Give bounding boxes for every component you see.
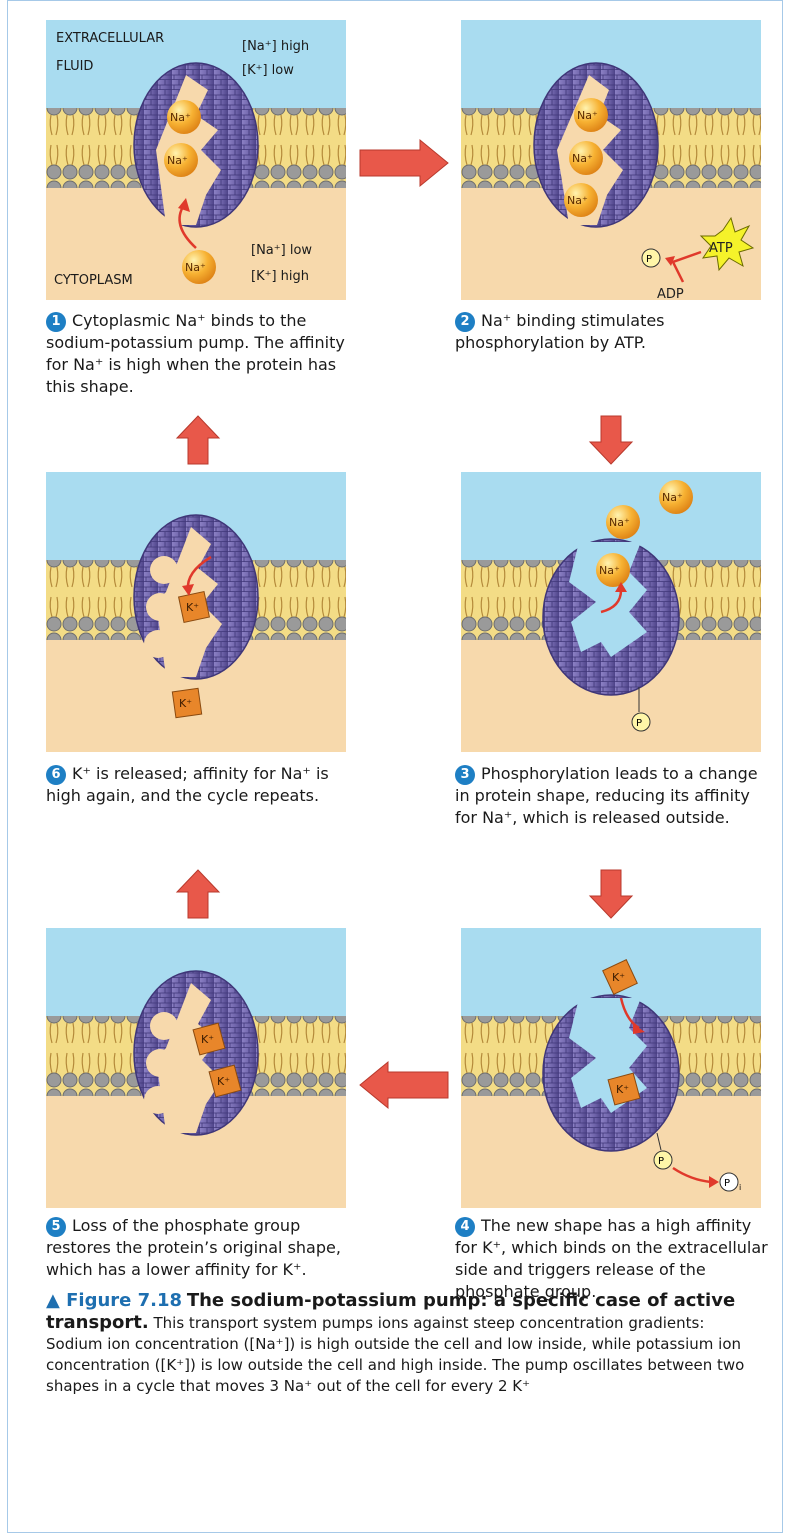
svg-text:Na⁺: Na⁺ [567, 194, 588, 207]
pump-protein [543, 995, 679, 1151]
svg-text:Na⁺: Na⁺ [170, 111, 191, 124]
svg-text:K⁺: K⁺ [217, 1075, 230, 1088]
potassium-ion: K⁺ [179, 592, 210, 623]
sodium-ion: Na⁺ [182, 250, 216, 284]
arrow-up [175, 868, 221, 920]
phosphate-group: P [654, 1151, 672, 1169]
svg-text:P: P [724, 1178, 730, 1189]
inside-na-label: [Na⁺] low [251, 242, 312, 259]
arrow-right [356, 138, 452, 188]
inside-k-label: [K⁺] high [251, 268, 309, 285]
cytoplasm-label: CYTOPLASM [54, 272, 133, 289]
sodium-ion: Na⁺ [164, 143, 198, 177]
extracellular-label: EXTRACELLULAR [56, 30, 164, 47]
sodium-ion: Na⁺ [564, 183, 598, 217]
svg-text:Na⁺: Na⁺ [662, 491, 683, 504]
svg-text:K⁺: K⁺ [612, 971, 625, 984]
svg-text:K⁺: K⁺ [616, 1083, 629, 1096]
arrow-left [356, 1060, 452, 1110]
svg-text:P: P [646, 254, 652, 265]
arrow-down [588, 868, 634, 920]
potassium-ion: K⁺ [172, 688, 201, 717]
svg-text:Na⁺: Na⁺ [599, 564, 620, 577]
svg-text:Na⁺: Na⁺ [609, 516, 630, 529]
pump-protein [134, 63, 258, 227]
figure-label: ▲ Figure 7.18 [46, 1290, 182, 1311]
extracellular-label: FLUID [56, 58, 93, 75]
arrow-down [588, 414, 634, 466]
panel-step-6: K⁺ K⁺ [46, 472, 346, 752]
adp-label: ADP [657, 287, 684, 300]
panel-step-1: Na⁺ Na⁺ Na⁺ EXTRACELLULAR FLUID [Na⁺] hi… [46, 20, 346, 300]
outside-na-label: [Na⁺] high [242, 38, 309, 55]
svg-text:P: P [636, 718, 642, 729]
outside-k-label: [K⁺] low [242, 62, 294, 79]
arrow-up [175, 414, 221, 466]
pump-protein [134, 971, 258, 1135]
sodium-ion: Na⁺ [569, 141, 603, 175]
sodium-ion: Na⁺ [574, 98, 608, 132]
sodium-ion: Na⁺ [167, 100, 201, 134]
phosphate-group: P [642, 249, 660, 267]
svg-text:P: P [658, 1156, 664, 1167]
svg-text:Na⁺: Na⁺ [185, 261, 206, 274]
sodium-ion: Na⁺ [659, 480, 693, 514]
sodium-ion: Na⁺ [606, 505, 640, 539]
panel-step-2: Na⁺ Na⁺ Na⁺ P ATP ADP [461, 20, 761, 300]
figure-body: This transport system pumps ions against… [46, 1314, 744, 1395]
svg-text:Na⁺: Na⁺ [167, 154, 188, 167]
panel-step-3: Na⁺ Na⁺ Na⁺ P [461, 472, 761, 752]
phosphate-group: P [632, 713, 650, 731]
svg-text:Na⁺: Na⁺ [572, 152, 593, 165]
svg-text:i: i [739, 1183, 741, 1192]
svg-text:K⁺: K⁺ [179, 697, 192, 710]
figure-caption: ▲ Figure 7.18 The sodium-potassium pump:… [46, 1290, 756, 1397]
svg-text:K⁺: K⁺ [186, 601, 199, 614]
sodium-ion: Na⁺ [596, 553, 630, 587]
svg-text:Na⁺: Na⁺ [577, 109, 598, 122]
panel-step-5: K⁺ K⁺ [46, 928, 346, 1208]
svg-text:K⁺: K⁺ [201, 1033, 214, 1046]
atp-label: ATP [709, 241, 733, 256]
